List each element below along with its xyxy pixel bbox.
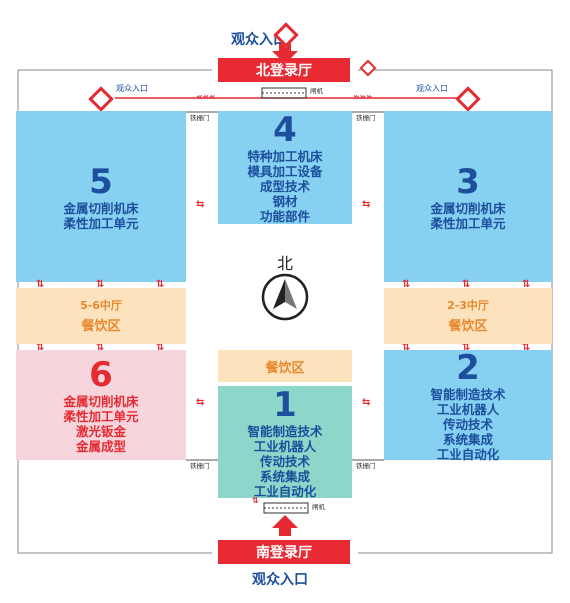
hall-2-line-3: 传动技术 — [442, 416, 493, 432]
corridor-arrow-left: ««« — [196, 92, 216, 103]
hall-1-line-5: 工业自动化 — [253, 483, 317, 499]
hall-5-line-2: 柔性加工单元 — [63, 215, 139, 231]
hall-4-line-1: 特种加工机床 — [247, 149, 323, 164]
hall-1-line-1: 智能制造技术 — [247, 423, 323, 439]
hall-5-6-middle[interactable]: 5-6中厅 餐饮区 — [16, 288, 186, 344]
hall-2-line-4: 系统集成 — [442, 431, 493, 447]
hall-2-3-middle[interactable]: 2-3中厅 餐饮区 — [384, 288, 552, 344]
hall-1-line-2: 工业机器人 — [253, 438, 317, 454]
compass-icon — [263, 275, 307, 319]
center-dining-zone[interactable]: 餐饮区 — [218, 350, 352, 382]
north-left-entrance-label: 观众入口 — [116, 84, 148, 93]
turnstile-se-label: 铁栅门 — [356, 462, 376, 470]
south-lobby[interactable]: 南登录厅 — [218, 540, 350, 564]
hall-3-line-2: 柔性加工单元 — [430, 215, 506, 231]
hall-6-line-2: 柔性加工单元 — [63, 409, 139, 424]
hall-2-line-5: 工业自动化 — [436, 446, 500, 462]
turnstile-sw-label: 铁栅门 — [190, 462, 210, 470]
arrow-3-23-a: ⇅ — [402, 279, 411, 290]
hall-3[interactable]: 3 金属切削机床 柔性加工单元 — [384, 111, 552, 282]
hall-2-line-2: 工业机器人 — [436, 401, 500, 417]
hall-2-3-dining: 餐饮区 — [448, 319, 488, 334]
hall-5[interactable]: 5 金属切削机床 柔性加工单元 — [16, 111, 186, 282]
hall-5-line-1: 金属切削机床 — [63, 200, 139, 216]
turnstile-nw-label: 铁栅门 — [190, 114, 210, 122]
hall-6-line-4: 金属成型 — [75, 439, 126, 454]
hall-4-line-5: 功能部件 — [259, 209, 310, 224]
arrow-5-56-a: ⇅ — [36, 279, 45, 290]
south-gate-arrow: ⇅ — [252, 496, 259, 505]
turnstile-ne-label: 铁栅门 — [356, 114, 376, 122]
hall-6[interactable]: 6 金属切削机床 柔性加工单元 激光钣金 金属成型 — [16, 350, 186, 460]
arrow-6-1: ⇆ — [196, 397, 205, 408]
arrow-56-6-a: ⇅ — [36, 342, 45, 353]
hall-4-line-3: 成型技术 — [259, 179, 310, 194]
arrow-1-2: ⇆ — [362, 397, 371, 408]
hall-6-line-1: 金属切削机床 — [63, 394, 139, 409]
hall-2[interactable]: 2 智能制造技术 工业机器人 传动技术 系统集成 工业自动化 — [384, 347, 552, 462]
south-gate-label: 闸机 — [312, 503, 325, 511]
hall-3-line-1: 金属切削机床 — [430, 200, 506, 216]
arrow-5-56-c: ⇅ — [156, 279, 165, 290]
hall-2-number: 2 — [456, 347, 480, 388]
arrow-23-2-a: ⇅ — [402, 342, 411, 353]
hall-1[interactable]: 1 智能制造技术 工业机器人 传动技术 系统集成 工业自动化 — [218, 384, 352, 499]
hall-4-line-2: 模具加工设备 — [247, 164, 323, 179]
compass-north-label: 北 — [277, 254, 294, 273]
hall-4[interactable]: 4 特种加工机床 模具加工设备 成型技术 钢材 功能部件 — [218, 111, 352, 224]
corridor-arrow-right: »»» — [353, 92, 373, 103]
north-lobby[interactable]: 北登录厅 — [218, 58, 350, 82]
hall-4-number: 4 — [273, 110, 297, 150]
north-right-entrance-label: 观众入口 — [416, 84, 448, 93]
south-entrance-icon[interactable] — [272, 515, 298, 537]
north-entrance-label-part1: 观众入口 — [231, 32, 287, 48]
hall-5-number: 5 — [89, 161, 113, 202]
north-gate-label: 闸机 — [310, 87, 323, 95]
arrow-3-23-b: ⇅ — [462, 279, 471, 290]
hall-4-line-4: 钢材 — [272, 194, 298, 209]
center-dining-label: 餐饮区 — [265, 360, 305, 376]
south-entrance-label: 观众入口 — [252, 572, 308, 588]
hall-1-line-4: 系统集成 — [259, 468, 310, 484]
hall-5-6-dining: 餐饮区 — [81, 319, 121, 334]
arrow-23-2-b: ⇅ — [462, 342, 471, 353]
hall-1-number: 1 — [273, 384, 297, 425]
arrow-23-2-c: ⇅ — [522, 342, 531, 353]
hall-5-6-title: 5-6中厅 — [80, 299, 122, 312]
hall-6-number: 6 — [89, 355, 113, 395]
hall-2-3-title: 2-3中厅 — [447, 299, 489, 312]
arrow-56-6-b: ⇅ — [96, 342, 105, 353]
hall-6-line-3: 激光钣金 — [75, 424, 126, 439]
arrow-56-6-c: ⇅ — [156, 342, 165, 353]
hall-1-line-3: 传动技术 — [259, 453, 310, 469]
arrow-3-23-c: ⇅ — [522, 279, 531, 290]
arrow-5-4: ⇆ — [196, 199, 205, 210]
arrow-4-3: ⇆ — [362, 199, 371, 210]
hall-3-number: 3 — [456, 161, 480, 202]
arrow-5-56-b: ⇅ — [96, 279, 105, 290]
hall-2-line-1: 智能制造技术 — [430, 386, 506, 402]
